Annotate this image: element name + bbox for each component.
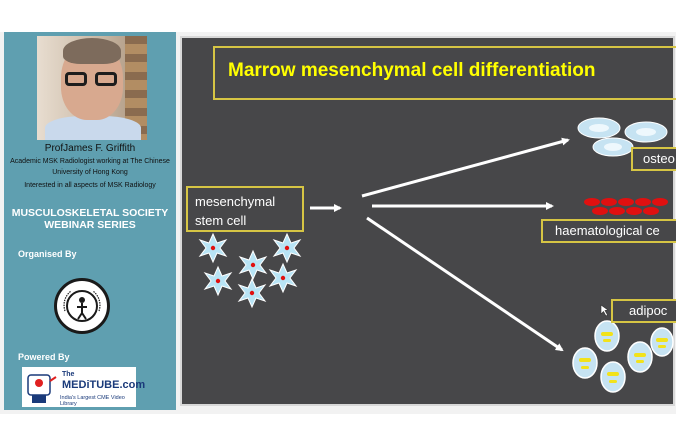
meditube-logo-the: The: [62, 371, 75, 378]
osteo-label: osteo: [643, 151, 675, 166]
stem-cell-label-line-1: mesenchymal: [195, 194, 276, 209]
osteo-cells: [577, 117, 668, 157]
haematological-label-box: haematological ce: [541, 219, 680, 243]
osteo-arrow: [361, 137, 570, 198]
stem-cell-cluster: [198, 232, 302, 309]
speaker-role-line-1: Academic MSK Radiologist working at The …: [10, 158, 170, 165]
speaker-role-line-2: University of Hong Kong: [52, 169, 128, 176]
mouse-cursor-icon: [600, 304, 609, 317]
red-blood-cells: [584, 198, 668, 215]
frame-right-edge: [676, 32, 680, 414]
organised-by-label: Organised By: [18, 249, 77, 259]
haematological-label: haematological ce: [555, 223, 660, 238]
osteo-label-box: osteo: [631, 147, 680, 171]
msk-society-seal-icon: [54, 278, 110, 334]
society-name: MUSCULOSKELETAL SOCIETY: [11, 207, 169, 219]
adipo-arrow: [366, 216, 564, 352]
adipo-label-box: adipoc: [611, 299, 680, 323]
adipo-label: adipoc: [629, 303, 668, 318]
speaker-name: ProfJames F. Griffith: [44, 143, 136, 154]
adipocyte-cells: [572, 320, 674, 393]
stem-cell-label-box: mesenchymal stem cell: [186, 186, 304, 232]
meditube-logo-tagline: India's Largest CME Video Library: [60, 395, 125, 407]
meditube-mascot-icon: [27, 374, 57, 403]
meditube-logo-brand: MEDiTUBE.com: [62, 379, 146, 391]
slide-title-box: [213, 46, 680, 100]
society-series-title: MUSCULOSKELETAL SOCIETY WEBINAR SERIES: [4, 207, 176, 231]
meditube-logo[interactable]: The MEDiTUBE.com India's Largest CME Vid…: [22, 367, 145, 407]
series-name: WEBINAR SERIES: [44, 219, 136, 231]
powered-by-label: Powered By: [18, 352, 70, 362]
stem-cell-label-line-2: stem cell: [195, 213, 247, 228]
slide-title: Marrow mesenchymal cell differentiation: [228, 60, 596, 81]
speaker-webcam-video: [37, 36, 147, 140]
speaker-interest-line: Interested in all aspects of MSK Radiolo…: [24, 182, 156, 189]
